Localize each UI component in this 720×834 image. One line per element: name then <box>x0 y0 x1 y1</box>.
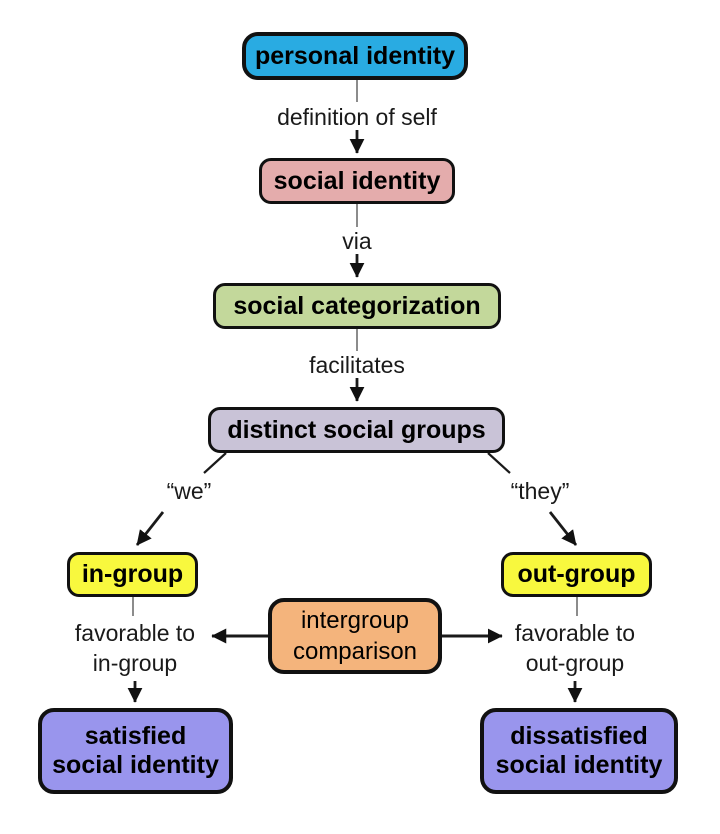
stub-groups-right <box>487 452 511 474</box>
node-intergroup-comparison-line2: comparison <box>292 638 418 665</box>
node-satisfied-line1: satisfied <box>84 722 187 751</box>
node-out-group: out-group <box>501 552 652 597</box>
node-in-group-label: in-group <box>81 560 184 589</box>
arrow-they-to-out-group <box>548 511 578 546</box>
edge-label-favorable-to-out-group: favorable to out-group <box>477 618 673 678</box>
node-social-identity-label: social identity <box>273 166 441 195</box>
node-satisfied-social-identity: satisfied social identity <box>38 708 233 794</box>
edge-label-we: “we” <box>166 478 212 504</box>
node-social-categorization: social categorization <box>213 283 501 329</box>
node-social-categorization-label: social categorization <box>233 291 481 320</box>
edge-label-favorable-out-line1: favorable to <box>514 620 636 646</box>
edge-label-favorable-out-line2: out-group <box>525 650 625 676</box>
edge-label-favorable-to-in-group: favorable to in-group <box>37 618 233 678</box>
node-dissatisfied-line2: social identity <box>495 751 663 779</box>
node-distinct-social-groups-label: distinct social groups <box>227 415 486 444</box>
arrow-we-to-in-group <box>135 511 165 546</box>
node-in-group: in-group <box>67 552 198 597</box>
node-distinct-social-groups: distinct social groups <box>208 407 505 453</box>
stub-groups-left <box>203 452 227 474</box>
edge-label-favorable-in-line1: favorable to <box>74 620 196 646</box>
node-dissatisfied-social-identity: dissatisfied social identity <box>480 708 678 794</box>
node-social-identity: social identity <box>259 158 455 204</box>
edge-label-they: “they” <box>510 478 570 504</box>
node-intergroup-comparison: intergroup comparison <box>268 598 442 674</box>
edge-label-definition-of-self: definition of self <box>277 104 437 130</box>
edge-label-facilitates: facilitates <box>309 352 405 378</box>
node-intergroup-comparison-line1: intergroup <box>300 606 410 634</box>
node-out-group-label: out-group <box>517 560 636 589</box>
edge-label-via: via <box>342 228 372 254</box>
node-satisfied-line2: social identity <box>52 751 219 779</box>
node-dissatisfied-line1: dissatisfied <box>510 722 648 751</box>
node-personal-identity: personal identity <box>242 32 468 80</box>
edge-label-favorable-in-line2: in-group <box>92 650 178 676</box>
node-personal-identity-label: personal identity <box>254 41 456 70</box>
